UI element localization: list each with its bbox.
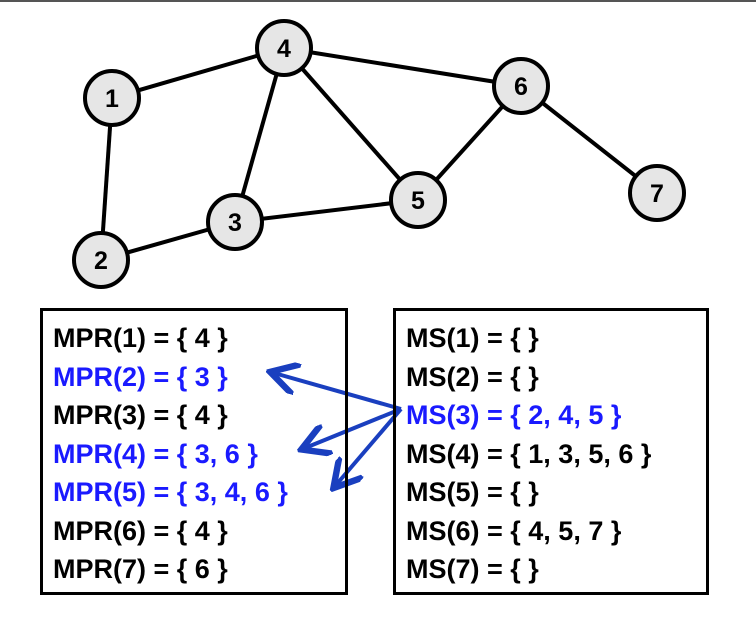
node-2: 2	[72, 231, 130, 289]
ms-line-4: MS(4) = { 1, 3, 5, 6 }	[406, 438, 652, 469]
node-circle-6	[492, 57, 550, 115]
node-3: 3	[206, 193, 264, 251]
mpr-line-7: MPR(7) = { 6 }	[53, 554, 228, 584]
edge-3-4	[233, 47, 286, 223]
node-label-1: 1	[105, 85, 119, 113]
mpr-line-3: MPR(3) = { 4 }	[53, 400, 228, 430]
ms-line-5: MS(5) = { }	[406, 477, 539, 507]
node-circle-5	[389, 171, 447, 229]
node-7: 7	[628, 164, 686, 222]
node-label-4: 4	[277, 35, 291, 63]
node-circle-7	[628, 164, 686, 222]
node-1: 1	[83, 69, 141, 127]
mpr-line-5: MPR(5) = { 3, 4, 6 }	[53, 477, 288, 507]
node-circle-2	[72, 231, 130, 289]
nodes-layer: 1 2 3 4 5 6 7	[72, 19, 686, 289]
ms-line-1: MS(1) = { }	[406, 323, 539, 353]
ms-box: MS(1) = { } MS(2) = { } MS(3) = { 2, 4, …	[393, 308, 709, 595]
mpr-line-4: MPR(4) = { 3, 6 }	[53, 438, 258, 469]
node-5: 5	[389, 171, 447, 229]
ms-line-7: MS(7) = { }	[406, 554, 539, 584]
node-6: 6	[492, 57, 550, 115]
node-4: 4	[255, 19, 313, 77]
node-label-6: 6	[514, 73, 528, 101]
node-circle-3	[206, 193, 264, 251]
edge-3-5	[234, 198, 419, 224]
mpr-line-2: MPR(2) = { 3 }	[53, 361, 228, 392]
node-circle-4	[255, 19, 313, 77]
node-label-7: 7	[650, 180, 664, 208]
mpr-line-6: MPR(6) = { 4 }	[53, 515, 228, 546]
ms-line-6: MS(6) = { 4, 5, 7 }	[406, 515, 622, 546]
mpr-line-1: MPR(1) = { 4 }	[53, 323, 228, 353]
edge-1-4	[111, 46, 285, 100]
edges-layer	[99, 46, 659, 262]
mpr-box: MPR(1) = { 4 } MPR(2) = { 3 } MPR(3) = {…	[40, 308, 348, 595]
edge-4-6	[283, 46, 522, 88]
node-label-3: 3	[228, 209, 242, 237]
node-label-5: 5	[411, 187, 425, 215]
ms-line-2: MS(2) = { }	[406, 361, 539, 392]
arrow-ms-3-to-mpr-2	[274, 373, 402, 411]
top-rule	[0, 0, 756, 2]
node-label-2: 2	[94, 247, 108, 275]
edge-4-5	[282, 46, 420, 202]
ms-line-3: MS(3) = { 2, 4, 5 }	[406, 400, 622, 430]
arrow-ms-3-to-mpr-4	[305, 407, 402, 448]
node-circle-1	[83, 69, 141, 127]
